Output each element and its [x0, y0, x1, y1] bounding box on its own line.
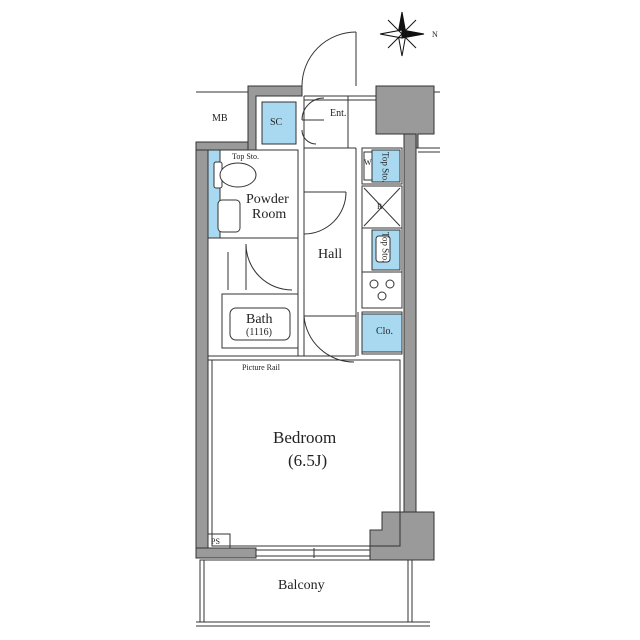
- bottom-left-wall: [195, 547, 257, 559]
- label-top-storage-kitchen-lower: Top Sto.: [380, 232, 391, 263]
- top-storage-kitchen-upper: [371, 149, 401, 183]
- toilet-bowl: [219, 162, 257, 188]
- label-picture-rail: Picture Rail: [242, 363, 280, 372]
- sc-storage: [261, 101, 297, 145]
- walls: [195, 85, 435, 561]
- right-wall: [403, 133, 417, 515]
- label-bath-line1: Bath: [246, 312, 273, 327]
- label-top-storage-kitchen-upper: Top Sto.: [380, 152, 391, 183]
- label-bath-line2: (1116): [246, 327, 272, 338]
- label-bedroom-line2: (6.5J): [288, 451, 328, 470]
- washbasin: [217, 199, 241, 233]
- closet-storage: [361, 313, 403, 353]
- label-top-storage-left: Top Sto.: [232, 152, 259, 161]
- bathtub: [229, 307, 291, 341]
- interior-walls: [207, 95, 403, 549]
- label-sc: SC: [270, 117, 283, 128]
- label-washer: W: [364, 158, 372, 167]
- label-powder-room-line1: Powder: [246, 192, 289, 207]
- fixtures: [213, 151, 395, 341]
- label-ps: PS: [211, 537, 220, 546]
- label-bedroom-line1: Bedroom: [273, 428, 337, 447]
- label-closet: Clo.: [376, 326, 393, 337]
- label-mb: MB: [212, 113, 228, 124]
- top-left-wall: [195, 141, 249, 151]
- doors: [227, 31, 359, 363]
- left-wall: [195, 147, 209, 551]
- label-balcony: Balcony: [278, 578, 325, 593]
- compass-rose: [379, 11, 425, 57]
- bottom-right-pillar: [369, 511, 435, 561]
- label-hall: Hall: [318, 247, 343, 262]
- compass-north-label: N: [432, 30, 438, 39]
- label-refrigerator: R: [377, 202, 383, 211]
- label-powder-room-line2: Room: [252, 207, 287, 222]
- exterior-lines: [196, 91, 440, 627]
- label-entrance: Ent.: [330, 108, 347, 119]
